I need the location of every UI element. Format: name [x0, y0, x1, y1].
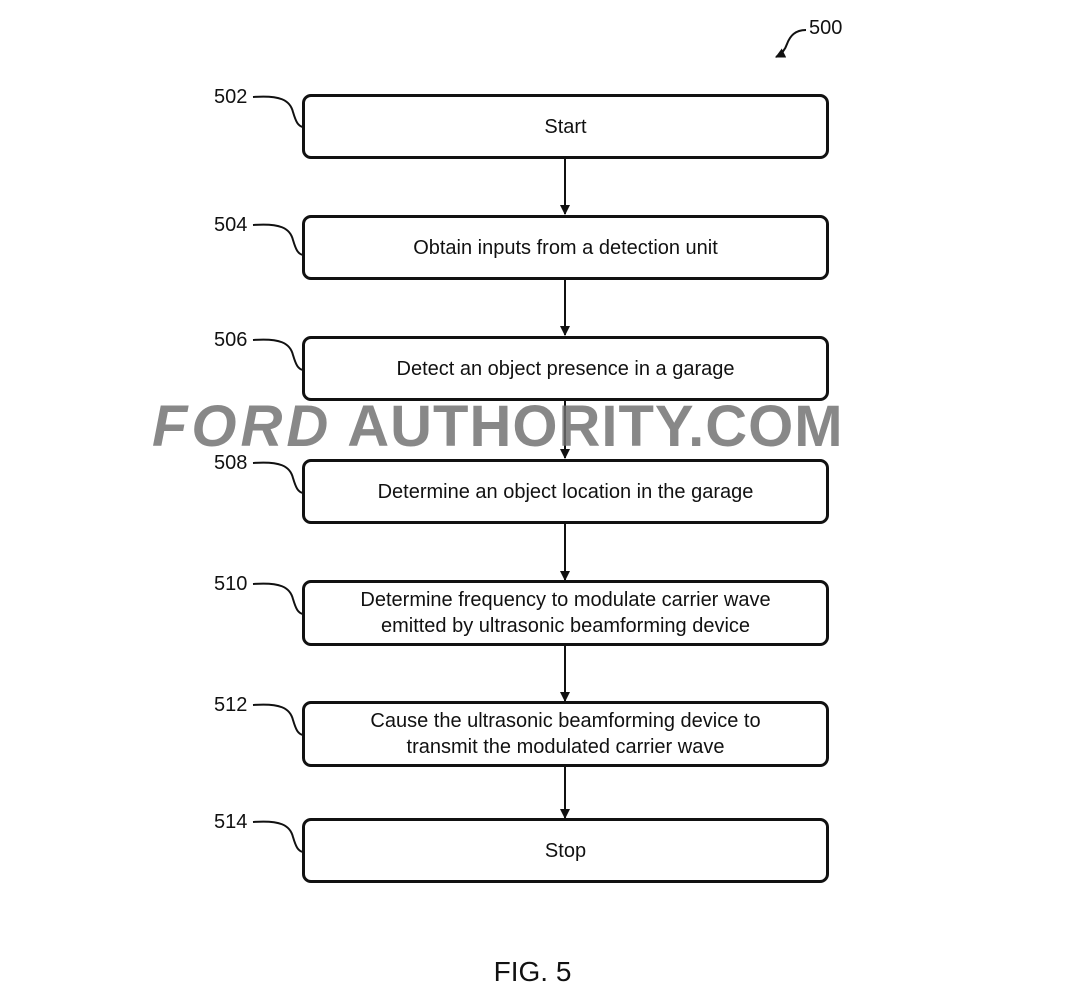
ref-label-514: 514 [214, 811, 248, 833]
step-box-transmit-wave: Cause the ultrasonic beamforming device … [302, 701, 829, 767]
leader-510 [252, 582, 304, 615]
ref-label-506: 506 [214, 329, 248, 351]
step-box-determine-location: Determine an object location in the gara… [302, 459, 829, 524]
step-text-line-1: Cause the ultrasonic beamforming device … [370, 710, 761, 732]
leader-508 [252, 461, 304, 494]
leader-514 [252, 820, 304, 853]
figure-number-pointer [775, 29, 807, 58]
step-text: Determine an object location in the gara… [377, 480, 754, 503]
step-box-stop: Stop [302, 818, 829, 883]
figure-caption: FIG. 5 [493, 956, 572, 987]
figure-number: 500 [809, 17, 843, 39]
leader-506 [252, 338, 304, 371]
step-text: Start [544, 115, 587, 138]
step-box-detect-presence: Detect an object presence in a garage [302, 336, 829, 401]
ref-label-502: 502 [214, 86, 248, 108]
step-text-line-1: Determine frequency to modulate carrier … [360, 589, 771, 611]
leader-512 [252, 703, 304, 736]
step-box-determine-frequency: Determine frequency to modulate carrier … [302, 580, 829, 646]
watermark-brand: FORD [152, 394, 333, 459]
step-text-line-2: emitted by ultrasonic beamforming device [380, 615, 751, 637]
step-box-start: Start [302, 94, 829, 159]
ref-label-510: 510 [214, 573, 248, 595]
step-box-obtain-inputs: Obtain inputs from a detection unit [302, 215, 829, 280]
step-text: Stop [544, 839, 587, 862]
step-text-line-2: transmit the modulated carrier wave [406, 736, 725, 758]
watermark-site: AUTHORITY.COM [332, 394, 844, 459]
watermark: FORD AUTHORITY.COM [152, 396, 952, 458]
ref-label-512: 512 [214, 694, 248, 716]
leader-504 [252, 223, 304, 256]
leader-502 [252, 95, 304, 128]
step-text: Obtain inputs from a detection unit [413, 236, 718, 259]
ref-label-504: 504 [214, 214, 248, 236]
ref-label-508: 508 [214, 452, 248, 474]
step-text: Detect an object presence in a garage [396, 357, 735, 380]
